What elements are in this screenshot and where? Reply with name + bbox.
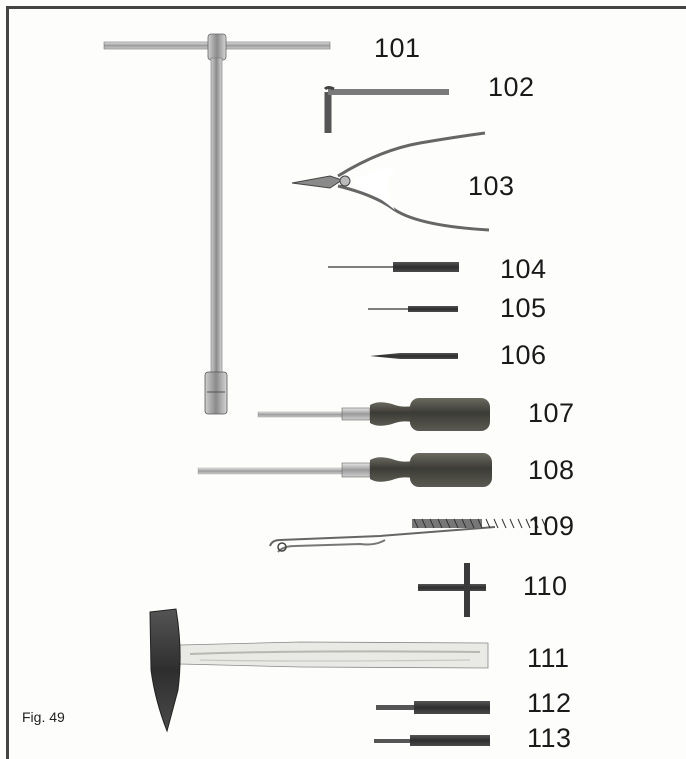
tool-113-pin-punch: [374, 735, 490, 746]
label-112: 112: [527, 690, 572, 717]
label-102: 102: [488, 74, 535, 101]
figure-caption: Fig. 49: [22, 709, 65, 725]
tool-104-needle-tool: [328, 262, 459, 272]
label-105: 105: [500, 295, 547, 322]
label-108: 108: [528, 457, 575, 484]
tool-110-cross-tool: [418, 563, 486, 617]
label-107: 107: [528, 400, 575, 427]
tool-102-allen-key: [325, 88, 449, 134]
label-103: 103: [468, 173, 515, 200]
tool-106-punch: [370, 353, 458, 359]
label-111: 111: [527, 645, 570, 672]
label-113: 113: [527, 725, 572, 752]
tool-103-pliers: [292, 133, 489, 230]
label-109: 109: [528, 513, 575, 540]
tool-101-t-handle-wrench: [104, 34, 330, 414]
label-101: 101: [374, 35, 421, 62]
label-110: 110: [523, 573, 568, 600]
tool-108-screwdriver: [198, 453, 492, 487]
label-104: 104: [500, 256, 547, 283]
tool-105-thin-punch: [368, 306, 458, 312]
tool-112-pin-punch: [376, 701, 490, 714]
tool-107-screwdriver: [258, 398, 490, 431]
label-106: 106: [500, 342, 547, 369]
tool-109-spring-tool: [270, 519, 546, 552]
